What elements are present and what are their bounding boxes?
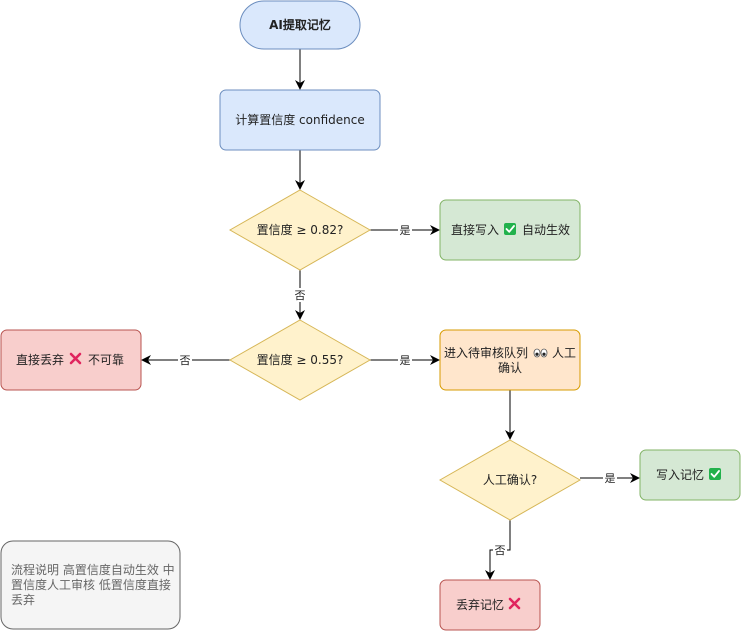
process-note-line-2: 置信度人工审核 低置信度直接	[11, 577, 171, 592]
edge-label-yes-1: 是	[400, 224, 411, 237]
edge-label-no-1: 否	[295, 289, 306, 302]
direct-write-label: 直接写入	[451, 222, 499, 237]
cross-mark-icon	[508, 597, 521, 610]
eyes-icon	[533, 348, 548, 358]
direct-write-effect-label: 自动生效	[522, 222, 570, 237]
decision-human-confirm[interactable]: 人工确认?	[438, 439, 582, 521]
review-queue-human-label: 人工	[552, 346, 576, 360]
edge-label-no-2: 否	[180, 354, 191, 367]
review-queue-label: 进入待审核队列	[444, 345, 528, 360]
direct-discard-node[interactable]: 直接丢弃 不可靠	[0, 329, 142, 391]
direct-write-node[interactable]: 直接写入 自动生效	[439, 199, 581, 261]
cross-mark-icon	[69, 352, 82, 365]
decision-high-confidence[interactable]: 置信度 ≥ 0.82?	[228, 189, 372, 271]
review-queue-confirm-label: 确认	[498, 361, 522, 375]
decision-high-confidence-label: 置信度 ≥ 0.82?	[257, 222, 344, 237]
direct-discard-label: 直接丢弃	[16, 352, 64, 367]
process-note-line-1: 流程说明 高置信度自动生效 中	[11, 562, 175, 577]
calc-confidence-node[interactable]: 计算置信度 confidence	[219, 89, 381, 151]
discard-memory-node[interactable]: 丢弃记忆	[439, 579, 541, 631]
edge-label-yes-2: 是	[400, 354, 411, 367]
process-note-line-3: 丢弃	[11, 592, 35, 607]
edge-label-yes-3: 是	[605, 472, 616, 485]
write-memory-node[interactable]: 写入记忆	[639, 449, 741, 501]
decision-medium-confidence-label: 置信度 ≥ 0.55?	[257, 352, 344, 367]
review-queue-node[interactable]: 进入待审核队列 人工 确认	[439, 329, 581, 391]
check-mark-icon	[709, 468, 721, 480]
edge-label-no-3: 否	[495, 544, 506, 557]
write-memory-label: 写入记忆	[656, 468, 704, 482]
edge-labels: 是 否 否 是 是 否	[178, 223, 617, 557]
decision-medium-confidence[interactable]: 置信度 ≥ 0.55?	[228, 319, 372, 401]
start-node[interactable]: AI提取记忆	[239, 0, 361, 50]
direct-discard-reason-label: 不可靠	[88, 353, 124, 367]
discard-memory-label: 丢弃记忆	[456, 597, 504, 612]
decision-human-confirm-label: 人工确认?	[483, 473, 537, 487]
start-node-label: AI提取记忆	[269, 17, 331, 32]
check-mark-icon	[504, 223, 516, 235]
calc-confidence-label: 计算置信度 confidence	[235, 112, 365, 127]
process-note: 流程说明 高置信度自动生效 中 置信度人工审核 低置信度直接 丢弃	[0, 540, 181, 630]
edges	[141, 49, 640, 580]
